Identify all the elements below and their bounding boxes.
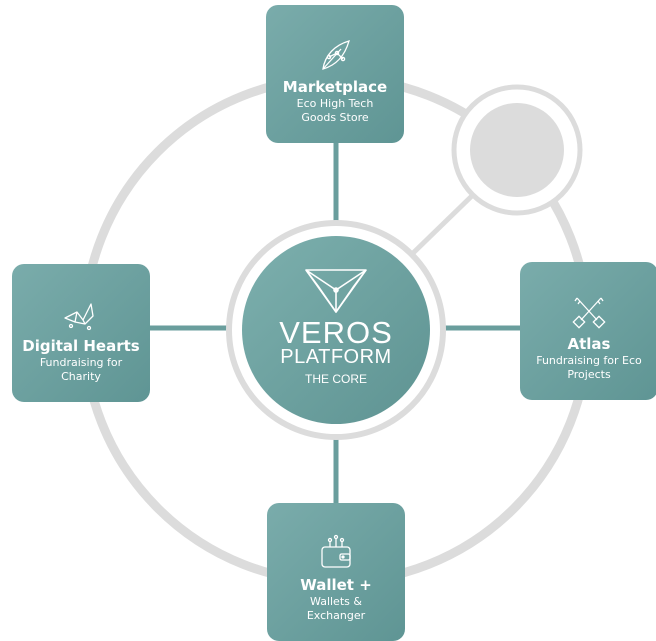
connector-placeholder	[408, 188, 480, 258]
crossed-keys-icon	[572, 297, 606, 329]
node-subtitle: Fundraising for Charity	[39, 356, 123, 383]
core-platform-label: PLATFORM	[280, 346, 392, 368]
node-marketplace[interactable]: Marketplace Eco High Tech Goods Store	[266, 5, 404, 143]
network-leaf-icon	[322, 40, 350, 70]
placeholder-node	[470, 103, 564, 197]
node-subtitle: Fundraising for Eco Projects	[536, 354, 642, 381]
node-wallet[interactable]: Wallet + Wallets & Exchanger	[267, 503, 405, 641]
node-digital-hearts[interactable]: Digital Hearts Fundraising for Charity	[12, 264, 150, 402]
node-title: Digital Hearts	[22, 337, 140, 355]
origami-bird-icon	[64, 303, 94, 331]
core-circle	[242, 236, 430, 424]
veros-triangle-logo-icon	[305, 269, 367, 313]
wallet-circuit-icon	[321, 534, 351, 568]
node-subtitle: Wallets & Exchanger	[306, 595, 366, 622]
node-title: Atlas	[567, 335, 611, 353]
node-title: Marketplace	[282, 78, 388, 96]
core-title: VEROS	[279, 315, 393, 350]
node-title: Wallet +	[300, 576, 372, 594]
node-atlas[interactable]: Atlas Fundraising for Eco Projects	[520, 262, 656, 400]
node-subtitle: Eco High Tech Goods Store	[296, 97, 374, 124]
core-subtitle: THE CORE	[304, 372, 367, 386]
